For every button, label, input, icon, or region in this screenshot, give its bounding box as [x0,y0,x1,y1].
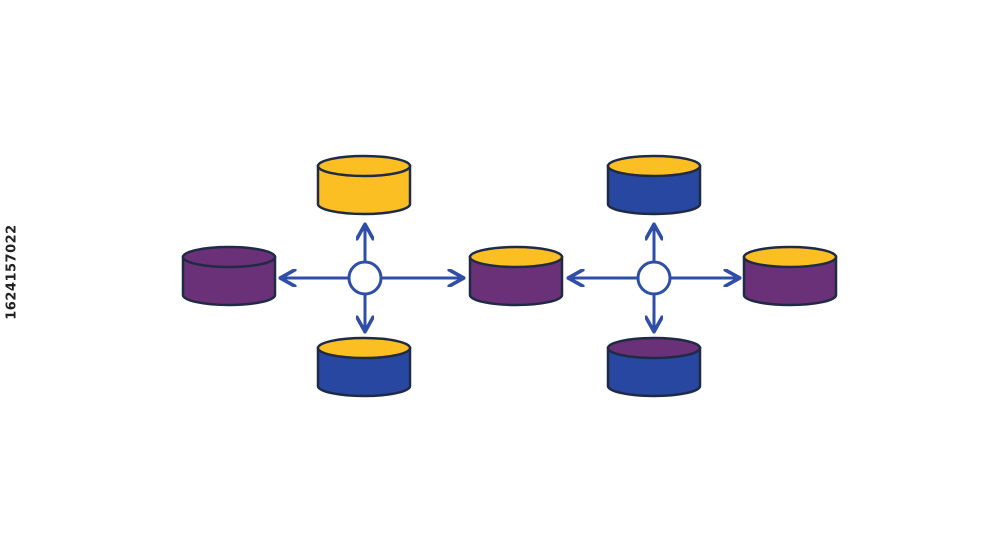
database-left-top-icon [316,154,412,216]
hub-left-circle [347,260,383,296]
connectors-left [282,226,462,330]
database-right-bottom-icon [606,336,702,398]
hub-right-circle [636,260,672,296]
database-right-top-icon [606,154,702,216]
database-center-icon [468,245,564,307]
connectors-right [570,226,738,330]
database-right-right-icon [742,245,838,307]
database-left-left-icon [181,245,277,307]
database-left-bottom-icon [316,336,412,398]
stock-id-label: 1624157022 [4,224,20,320]
